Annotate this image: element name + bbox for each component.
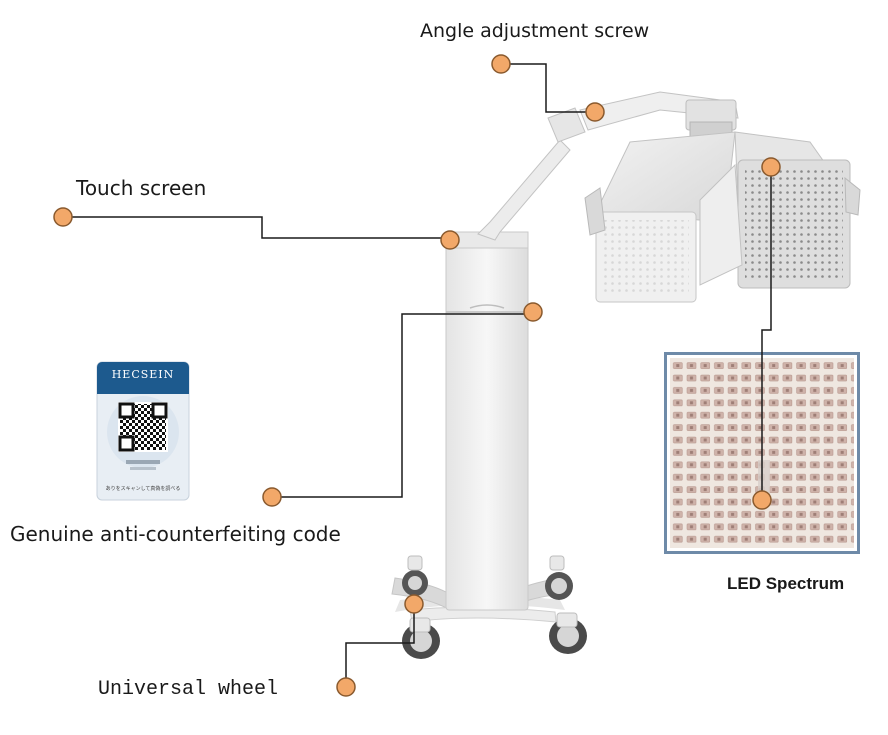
label-touch-screen: Touch screen: [76, 176, 207, 200]
marker-wheel-end: [404, 594, 424, 614]
label-anti-counterfeit-code: Genuine anti-counterfeiting code: [10, 522, 341, 546]
marker-genuine-start: [262, 487, 282, 507]
led-panel-center: [699, 131, 861, 289]
marker-led-end: [752, 490, 772, 510]
label-led-spectrum: LED Spectrum: [727, 574, 845, 593]
device-illustration: [391, 91, 861, 659]
device-column: [445, 231, 529, 611]
marker-genuine-end: [523, 302, 543, 322]
leader-line-wheel: [345, 604, 415, 687]
label-universal-wheel: Universal wheel: [98, 678, 279, 701]
leader-line-touch: [63, 216, 450, 239]
anti-counterfeit-card: [96, 361, 190, 501]
leader-line-angle: [501, 63, 595, 113]
marker-wheel-start: [336, 677, 356, 697]
marker-led-start: [761, 157, 781, 177]
label-angle-adjustment-screw: Angle adjustment screw: [420, 20, 650, 42]
led-panel-left: [584, 131, 736, 303]
leader-line-led: [761, 166, 772, 498]
leader-line-genuine: [272, 313, 533, 498]
leader-lines: [63, 63, 772, 687]
marker-touch-end: [440, 230, 460, 250]
qr-card-footer: ありをスキャンして真偽を調べる: [105, 486, 181, 492]
qr-card-brand: HECSEIN: [111, 368, 175, 381]
marker-touch-start: [53, 207, 73, 227]
wheel-front-right: [549, 612, 587, 654]
marker-angle-start: [491, 54, 511, 74]
wheel-rear-left: [402, 555, 428, 596]
wheel-rear-right: [545, 555, 573, 600]
markers: [53, 54, 781, 697]
wheel-front-left: [402, 617, 440, 659]
marker-angle-end: [585, 102, 605, 122]
device-arm: [477, 91, 739, 241]
